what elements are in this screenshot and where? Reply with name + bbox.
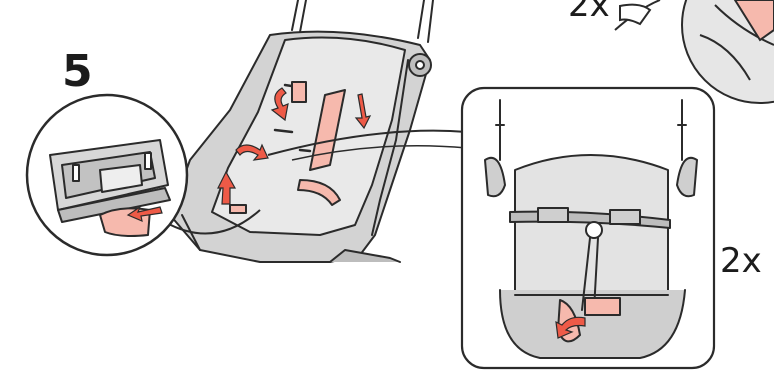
handle-left [292, 0, 306, 32]
stroller-seat-main [160, 0, 433, 262]
multiplier-top: 2x [568, 0, 610, 22]
handle-right [418, 0, 433, 42]
strap-clip [292, 82, 306, 102]
multiplier-right: 2x [720, 244, 762, 278]
step-number: 5 [62, 50, 93, 94]
buckle-slot [230, 205, 246, 213]
